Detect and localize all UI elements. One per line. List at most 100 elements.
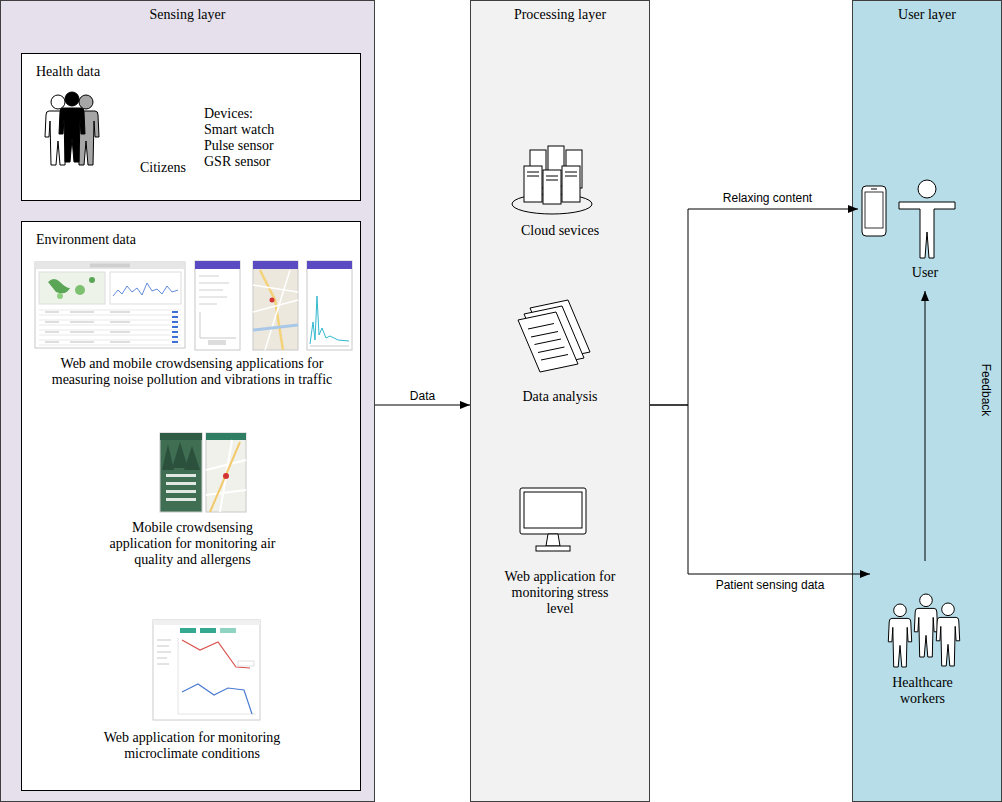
text-slot: Sensing layer <box>1 7 374 23</box>
text-slot: Health data <box>36 64 100 80</box>
node-text: Cloud sevices <box>471 223 649 239</box>
edge-label-slot: Data <box>380 389 465 403</box>
noise-web-app-screenshot-part <box>89 277 95 283</box>
node-text: Citizens <box>140 160 186 176</box>
air-quality-screenshot-part <box>166 490 196 493</box>
vibration-map-screenshot-part <box>253 261 298 269</box>
monitor-icon-part <box>520 488 586 534</box>
allergen-map-screenshot-part <box>206 433 246 440</box>
noise-web-app-screenshot-part <box>39 310 181 345</box>
monitor-icon-part <box>546 534 560 546</box>
monitor-icon-part <box>524 492 582 528</box>
noise-web-app-screenshot-part <box>45 312 130 342</box>
edge-label-slot: Relaxing content <box>695 191 840 205</box>
vibration-map-screenshot-part <box>260 270 283 350</box>
air-quality-screenshot-part <box>166 498 196 501</box>
microclimate-web-app-screenshot-part <box>153 620 260 625</box>
smartphone-icon-part <box>865 192 883 228</box>
vibration-map-screenshot-part <box>253 261 298 350</box>
edge-label: Patient sensing data <box>695 578 845 592</box>
text-slot: User layer <box>853 7 1001 23</box>
smartphone-icon-part <box>871 189 877 190</box>
edge-label-slot: Feedback <box>977 355 993 425</box>
air-quality-screenshot-part <box>160 433 202 440</box>
cloud-services-icon-part <box>527 172 577 180</box>
smartphone-icon <box>862 186 886 236</box>
healthcare-workers-icon-part <box>936 603 959 666</box>
microclimate-web-app-screenshot-part <box>157 640 171 664</box>
noise-web-app-screenshot-part <box>48 279 70 293</box>
air-quality-screenshot-part <box>162 442 200 470</box>
data-analysis-icon-part <box>528 324 568 361</box>
noise-mobile-screenshot-part <box>195 261 240 269</box>
microclimate-web-app-screenshot-part <box>180 628 196 633</box>
noise-mobile-screenshot-part <box>199 276 229 304</box>
citizens-icon <box>45 92 99 165</box>
microclimate-web-app-screenshot-part <box>153 620 260 720</box>
text-slot: Environment data <box>36 232 136 248</box>
noise-chart-screenshot-part <box>310 346 349 347</box>
noise-web-app-screenshot-part <box>35 262 185 269</box>
text-slot: Web application for monitoring microclim… <box>92 730 292 762</box>
air-quality-screenshot-part <box>160 433 202 512</box>
text-slot: Web and mobile crowdsensing applications… <box>32 356 352 388</box>
data-analysis-icon <box>518 300 590 372</box>
noise-chart-screenshot <box>307 261 352 350</box>
text-slot: Mobile crowdsensing application for moni… <box>100 520 285 568</box>
microclimate-web-app-screenshot-part <box>182 684 252 714</box>
text-slot: Cloud sevices <box>471 223 649 239</box>
air-quality-screenshot <box>160 433 202 512</box>
node-text: Web and mobile crowdsensing applications… <box>32 356 352 388</box>
noise-chart-screenshot-part <box>307 261 352 269</box>
microclimate-web-app-screenshot-part <box>238 661 254 666</box>
vibration-map-screenshot-part <box>253 325 298 330</box>
allergen-map-screenshot-part <box>223 473 229 479</box>
node-heading: Health data <box>36 64 100 80</box>
node-text: Mobile crowdsensing application for moni… <box>100 520 285 568</box>
text-slot: User <box>898 265 952 281</box>
healthcare-workers-icon <box>888 594 959 667</box>
edge-label: Feedback <box>979 355 993 425</box>
noise-mobile-screenshot-part <box>208 340 226 345</box>
noise-chart-screenshot-part <box>310 296 349 344</box>
connector-arrow <box>650 209 858 405</box>
user-figure-part <box>918 180 936 198</box>
noise-web-app-screenshot-part <box>35 262 185 348</box>
noise-web-app-screenshot-part <box>90 264 130 268</box>
cloud-services-icon-part <box>562 166 580 202</box>
text-slot: Data analysis <box>471 389 649 405</box>
allergen-map-screenshot <box>206 433 246 512</box>
layer-band: Processing layerCloud sevicesData analys… <box>470 0 650 802</box>
text-slot: Processing layer <box>471 7 649 23</box>
noise-mobile-screenshot-part <box>195 261 240 350</box>
vibration-map-screenshot-part <box>253 270 298 350</box>
node-text: Data analysis <box>471 389 649 405</box>
noise-web-app-screenshot-part <box>110 272 181 304</box>
user-figure-part <box>899 202 955 258</box>
smartphone-icon-part <box>862 186 886 236</box>
healthcare-workers-icon-part <box>888 604 911 667</box>
healthcare-workers-icon-part <box>914 594 937 657</box>
edge-label: Data <box>380 389 465 403</box>
microclimate-web-app-screenshot-part <box>178 638 256 714</box>
connector-arrow <box>650 405 870 574</box>
text-slot: Healthcare workers <box>870 675 975 707</box>
connector-arrow <box>375 405 470 406</box>
microclimate-web-app-screenshot <box>153 620 260 720</box>
node-text: Web application for monitoring microclim… <box>92 730 292 762</box>
vibration-map-screenshot-part <box>270 298 275 303</box>
noise-web-app-screenshot-part <box>57 293 63 299</box>
noise-mobile-screenshot-part <box>200 312 236 338</box>
user-figure <box>899 180 955 258</box>
text-slot: Citizens <box>140 160 186 176</box>
vibration-map-screenshot <box>253 261 298 350</box>
cloud-services-icon-part <box>543 170 561 204</box>
node-text: Devices: Smart watch Pulse sensor GSR se… <box>204 106 284 170</box>
allergen-map-screenshot-part <box>206 440 246 512</box>
text-slot: Web application for monitoring stress le… <box>498 569 622 617</box>
cloud-services-icon-part <box>524 166 542 202</box>
microclimate-web-app-screenshot-part <box>200 628 216 633</box>
noise-web-app-screenshot-part <box>75 285 85 295</box>
